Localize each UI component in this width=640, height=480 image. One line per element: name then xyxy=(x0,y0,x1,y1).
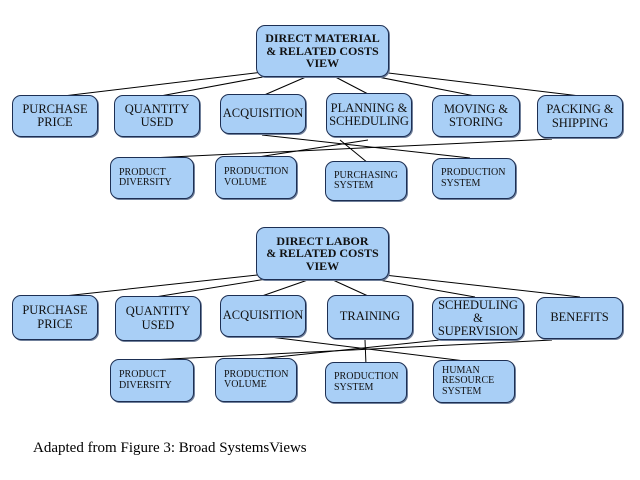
labor-driver-production-system: PRODUCTION SYSTEM xyxy=(325,362,407,403)
labor-view-scheduling-supervision: SCHEDULING & SUPERVISION xyxy=(432,297,524,340)
labor-root-node: DIRECT LABOR & RELATED COSTS VIEW xyxy=(256,227,389,280)
material-root-node: DIRECT MATERIAL & RELATED COSTS VIEW xyxy=(256,25,389,77)
material-view-quantity-used: QUANTITY USED xyxy=(114,95,200,137)
labor-view-acquisition: ACQUISITION xyxy=(220,295,306,337)
connector-line xyxy=(257,339,441,360)
material-view-acquisition: ACQUISITION xyxy=(220,94,306,134)
connector-line xyxy=(261,335,474,363)
labor-view-training: TRAINING xyxy=(327,295,413,339)
labor-driver-human-resource-system: HUMAN RESOURCE SYSTEM xyxy=(433,360,515,403)
connector-line xyxy=(364,339,367,366)
material-driver-production-volume: PRODUCTION VOLUME xyxy=(215,156,297,199)
material-view-planning-scheduling: PLANNING & SCHEDULING xyxy=(326,93,412,137)
connector-line xyxy=(257,139,369,158)
material-view-packing-shipping: PACKING & SHIPPING xyxy=(537,95,623,138)
labor-view-benefits: BENEFITS xyxy=(536,297,623,339)
labor-view-quantity-used: QUANTITY USED xyxy=(115,296,201,341)
labor-driver-product-diversity: PRODUCT DIVERSITY xyxy=(110,359,194,402)
connector-line xyxy=(149,339,553,361)
connector-line xyxy=(339,139,369,164)
material-view-moving-storing: MOVING & STORING xyxy=(432,95,520,137)
connector-line xyxy=(261,134,471,159)
figure-caption: Adapted from Figure 3: Broad SystemsView… xyxy=(33,440,307,456)
labor-driver-production-volume: PRODUCTION VOLUME xyxy=(215,358,297,402)
material-driver-purchasing-system: PURCHASING SYSTEM xyxy=(325,161,407,201)
material-driver-production-system: PRODUCTION SYSTEM xyxy=(432,158,516,199)
material-driver-product-diversity: PRODUCT DIVERSITY xyxy=(110,157,194,199)
labor-view-purchase-price: PURCHASE PRICE xyxy=(12,295,98,340)
material-view-purchase-price: PURCHASE PRICE xyxy=(12,95,98,137)
